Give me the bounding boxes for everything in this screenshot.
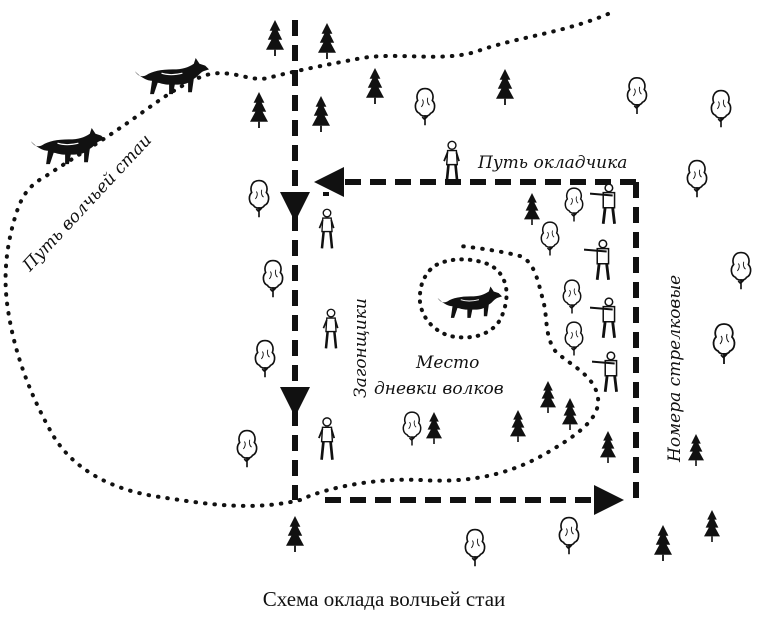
deciduous-tree-icon xyxy=(564,321,584,356)
beater-figure-icon xyxy=(442,140,461,184)
spruce-tree-icon xyxy=(562,398,578,430)
spruce-tree-icon xyxy=(366,68,384,104)
shooter-figure-icon xyxy=(590,296,616,340)
wolf-icon xyxy=(30,128,106,165)
deciduous-tree-icon xyxy=(564,187,584,222)
shooter-posts-label: Номера стрелковые xyxy=(665,275,685,463)
driver-figure-icon xyxy=(322,308,340,350)
wolf-den-area xyxy=(417,257,509,340)
shooter-figure-icon xyxy=(584,238,610,282)
deciduous-tree-icon xyxy=(712,323,736,364)
wolf-pack-route xyxy=(3,12,610,508)
shooter-figure-icon xyxy=(590,182,616,226)
deciduous-tree-icon xyxy=(262,259,284,298)
den-place-label-line2: дневки волков xyxy=(374,379,504,399)
deciduous-tree-icon xyxy=(464,528,486,568)
deciduous-tree-icon xyxy=(414,87,436,126)
spruce-tree-icon xyxy=(312,96,330,132)
spruce-tree-icon xyxy=(510,410,526,442)
deciduous-tree-icon xyxy=(248,179,270,218)
spruce-tree-icon xyxy=(266,20,284,56)
figure-caption: Схема оклада волчьей стаи xyxy=(263,587,506,611)
spruce-trees xyxy=(250,20,720,561)
deciduous-tree-icon xyxy=(686,159,708,198)
spruce-tree-icon xyxy=(496,69,514,105)
spruce-tree-icon xyxy=(250,92,268,128)
deciduous-tree-icon xyxy=(626,76,648,114)
deciduous-tree-icon xyxy=(236,429,258,468)
deciduous-tree-icon xyxy=(402,411,422,447)
wolf-icon xyxy=(437,285,502,319)
deciduous-tree-icon xyxy=(540,221,560,256)
spruce-tree-icon xyxy=(286,516,304,552)
spruce-tree-icon xyxy=(688,434,704,466)
driver-figure-icon xyxy=(318,416,336,462)
driver-figure-icon xyxy=(318,208,336,250)
deciduous-tree-icon xyxy=(730,251,752,291)
den-place-label-line1: Место xyxy=(415,353,479,373)
spruce-tree-icon xyxy=(704,510,720,542)
spruce-tree-icon xyxy=(540,381,556,413)
deciduous-tree-icon xyxy=(254,339,276,378)
spruce-tree-icon xyxy=(318,23,336,59)
drivers-label: Загонщики xyxy=(351,298,371,398)
deciduous-tree-icon xyxy=(558,516,580,556)
spruce-tree-icon xyxy=(654,525,672,561)
spruce-tree-icon xyxy=(426,412,442,444)
beater-path-label: Путь окладчика xyxy=(477,153,627,173)
spruce-tree-icon xyxy=(524,193,540,225)
shooter-figure-icon xyxy=(592,350,618,394)
deciduous-tree-icon xyxy=(562,279,582,314)
spruce-tree-icon xyxy=(600,431,616,463)
deciduous-tree-icon xyxy=(710,89,732,128)
